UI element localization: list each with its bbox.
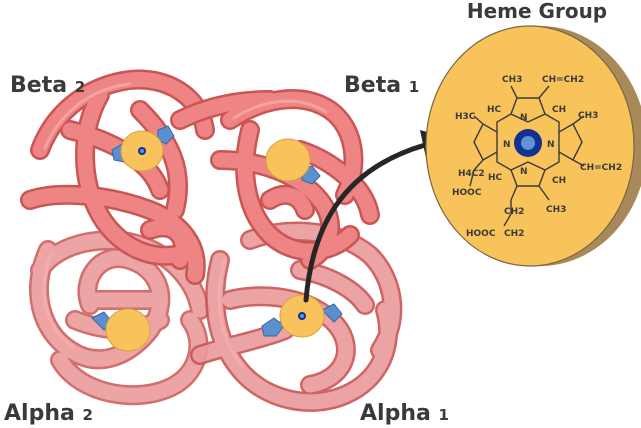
chem-ch2-bottom: CH2 xyxy=(504,229,524,239)
chem-vinyl-top: CH=CH2 xyxy=(542,75,584,85)
chem-ch-bottom: CH xyxy=(552,176,566,186)
heme-side-shape xyxy=(321,303,343,323)
heme-alpha-1 xyxy=(261,294,343,338)
chem-n-bottom: N xyxy=(520,167,528,177)
chem-hc-bottom: HC xyxy=(488,173,503,183)
chem-ch2-mid: CH2 xyxy=(504,207,524,217)
heme-group-detail: Heme Group xyxy=(425,0,641,267)
label-alpha-2: Alpha 2 xyxy=(4,401,93,426)
chem-vinyl-right: CH=CH2 xyxy=(580,163,622,173)
chem-hooc-bottom: HOOC xyxy=(466,229,496,239)
label-beta-1: Beta 1 xyxy=(344,73,419,98)
chem-h4c2-left: H4C2 xyxy=(458,169,485,179)
beta-1-subunit xyxy=(170,89,380,270)
alpha-1-subunit xyxy=(190,221,403,412)
heme-beta-1 xyxy=(265,138,321,185)
heme-group-title: Heme Group xyxy=(467,0,607,23)
heme-iron-inner xyxy=(521,136,535,150)
heme-side-shape xyxy=(261,317,285,337)
chem-ch3-top: CH3 xyxy=(502,75,522,85)
protein-ribbon xyxy=(20,69,403,412)
ribbon-highlights xyxy=(42,82,328,368)
beta-2-subunit xyxy=(20,69,215,285)
heme-disc xyxy=(265,138,311,182)
heme-beta-2 xyxy=(111,125,175,172)
chem-ch3-bottom: CH3 xyxy=(546,205,566,215)
chem-n-left: N xyxy=(503,140,511,150)
chem-ch3-right: CH3 xyxy=(578,111,598,121)
porphyrin-skeleton xyxy=(469,85,585,227)
chem-hc-top: HC xyxy=(487,105,502,115)
heme-disc xyxy=(105,308,151,352)
chem-h3c-left: H3C xyxy=(455,112,476,122)
chem-ch-top: CH xyxy=(552,105,566,115)
label-alpha-1: Alpha 1 xyxy=(360,401,449,426)
chem-n-top: N xyxy=(520,113,528,123)
chem-n-right: N xyxy=(547,140,555,150)
label-beta-2: Beta 2 xyxy=(10,73,85,98)
chem-hooc-left: HOOC xyxy=(452,188,482,198)
heme-alpha-2 xyxy=(91,308,151,352)
